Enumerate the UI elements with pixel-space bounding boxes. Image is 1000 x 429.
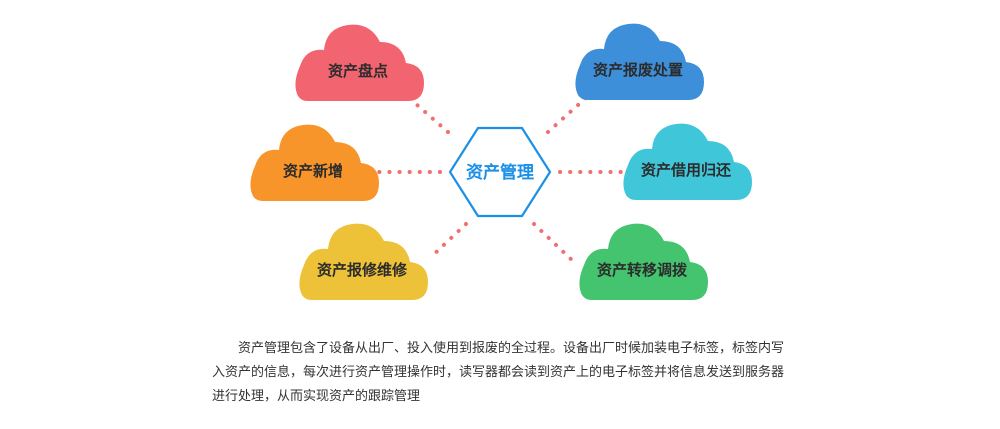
asset-management-diagram: 资产管理 资产盘点 资产新增 资产报修维修 资产报废处置 资产借用归还 资产转移… [250,23,752,300]
center-label: 资产管理 [466,162,534,183]
cloud-asset-transfer: 资产转移调拨 [579,223,708,300]
cloud-label: 资产报修维修 [317,261,408,279]
connector-inventory [406,95,450,134]
cloud-asset-disposal: 资产报废处置 [575,23,704,100]
connector-repair [428,222,468,260]
cloud-label: 资产盘点 [328,62,388,80]
center-hexagon: 资产管理 [448,126,552,218]
description-text: 资产管理包含了设备从出厂、投入使用到报废的全过程。设备出厂时候加装电子标签，标签… [212,341,785,404]
hexagon-outline [448,126,552,218]
cloud-label: 资产转移调拨 [597,261,688,279]
cloud-asset-inventory: 资产盘点 [295,24,424,101]
cloud-asset-repair: 资产报修维修 [299,223,428,300]
cloud-asset-borrow-return: 资产借用归还 [623,123,752,200]
connector-disposal [546,94,590,134]
connector-transfer [532,222,576,264]
cloud-label: 资产新增 [283,162,343,180]
connector-lines [374,94,626,264]
cloud-label: 资产报废处置 [593,61,683,79]
cloud-label: 资产借用归还 [641,161,732,179]
cloud-asset-new: 资产新增 [250,124,379,201]
